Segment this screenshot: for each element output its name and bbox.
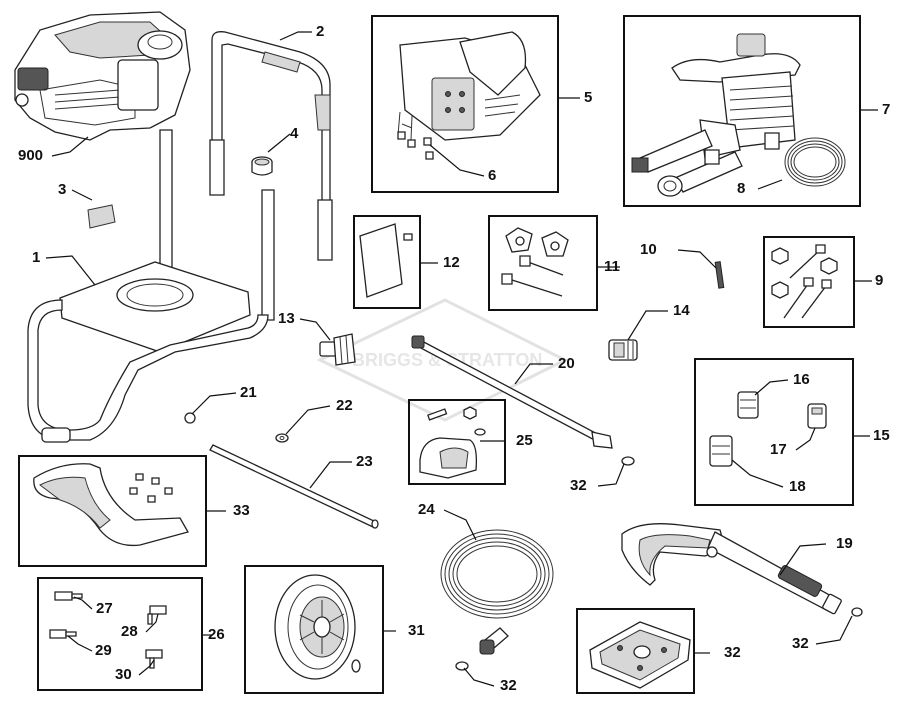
callout-20: 20 [558, 355, 575, 372]
wheel-illustration [275, 575, 360, 679]
bolts-illustration [772, 245, 837, 318]
callout-28: 28 [121, 623, 138, 640]
wand-illustration [412, 336, 612, 448]
callout-6: 6 [488, 167, 497, 184]
holder-kit-box [408, 399, 506, 485]
base-plate-kit-box [576, 608, 695, 694]
callout-17: 17 [770, 441, 787, 458]
handle-illustration [210, 32, 332, 260]
plate-kit-box [353, 215, 421, 309]
hose-coil-illustration [785, 138, 845, 186]
callout-29: 29 [95, 642, 112, 659]
knob-kit-box [488, 215, 598, 311]
pump-illustration [632, 34, 800, 196]
callout-1: 1 [32, 249, 41, 266]
callout-13: 13 [278, 310, 295, 327]
callout-26: 26 [208, 626, 225, 643]
callout-30: 30 [115, 666, 132, 683]
callout-32-hose: 32 [500, 677, 517, 694]
callout-32-plate: 32 [724, 644, 741, 661]
callout-900: 900 [18, 147, 44, 164]
callout-11: 11 [604, 258, 620, 275]
callout-3: 3 [58, 181, 67, 198]
pump-kit-box [623, 15, 861, 207]
clip-illustration [185, 413, 195, 423]
callout-23: 23 [356, 453, 373, 470]
cover-illustration [34, 464, 188, 546]
plate-illustration [360, 224, 412, 297]
callout-33: 33 [233, 502, 250, 519]
callout-15: 15 [873, 427, 890, 444]
fitting-illustration [609, 340, 637, 360]
callout-24: 24 [418, 501, 435, 518]
screw-kit-box [37, 577, 203, 691]
callout-4: 4 [290, 125, 299, 142]
callout-25: 25 [516, 432, 533, 449]
callout-22: 22 [336, 397, 353, 414]
callout-18: 18 [789, 478, 806, 495]
callout-5: 5 [584, 89, 593, 106]
callout-2: 2 [316, 23, 325, 40]
callout-10: 10 [640, 241, 657, 258]
engine-illustration [15, 12, 190, 140]
gun-o-ring-illustration [852, 608, 862, 616]
callout-32-wand: 32 [570, 477, 587, 494]
knobs-illustration [502, 228, 568, 296]
callout-14: 14 [673, 302, 690, 319]
axle-illustration [210, 445, 378, 528]
nozzles-illustration [710, 392, 826, 466]
cap-illustration [252, 157, 272, 175]
bracket-illustration [398, 32, 540, 159]
callout-16: 16 [793, 371, 810, 388]
spray-gun-illustration [622, 524, 842, 615]
nozzle-kit-box [694, 358, 854, 506]
label-decal [88, 205, 115, 228]
frame-illustration [28, 130, 274, 442]
callout-8: 8 [737, 180, 746, 197]
bracket-kit-box [371, 15, 559, 193]
callout-32-gun: 32 [792, 635, 809, 652]
holder-illustration [420, 407, 485, 478]
callout-27: 27 [96, 600, 113, 617]
washer-illustration [276, 434, 288, 442]
bolt-kit-box [763, 236, 855, 328]
leader-lines [45, 31, 878, 687]
callout-7: 7 [882, 101, 891, 118]
hose-illustration [441, 530, 553, 654]
callout-21: 21 [240, 384, 257, 401]
screws-illustration [50, 592, 166, 668]
base-plate-illustration [590, 622, 690, 688]
callout-19: 19 [836, 535, 853, 552]
wheel-kit-box [244, 565, 384, 694]
callout-12: 12 [443, 254, 460, 271]
hose-o-ring-illustration [456, 662, 468, 670]
o-ring-illustration [622, 457, 634, 465]
callout-9: 9 [875, 272, 884, 289]
pin-illustration [715, 262, 724, 288]
coupler-illustration [320, 334, 355, 365]
callout-31: 31 [408, 622, 425, 639]
